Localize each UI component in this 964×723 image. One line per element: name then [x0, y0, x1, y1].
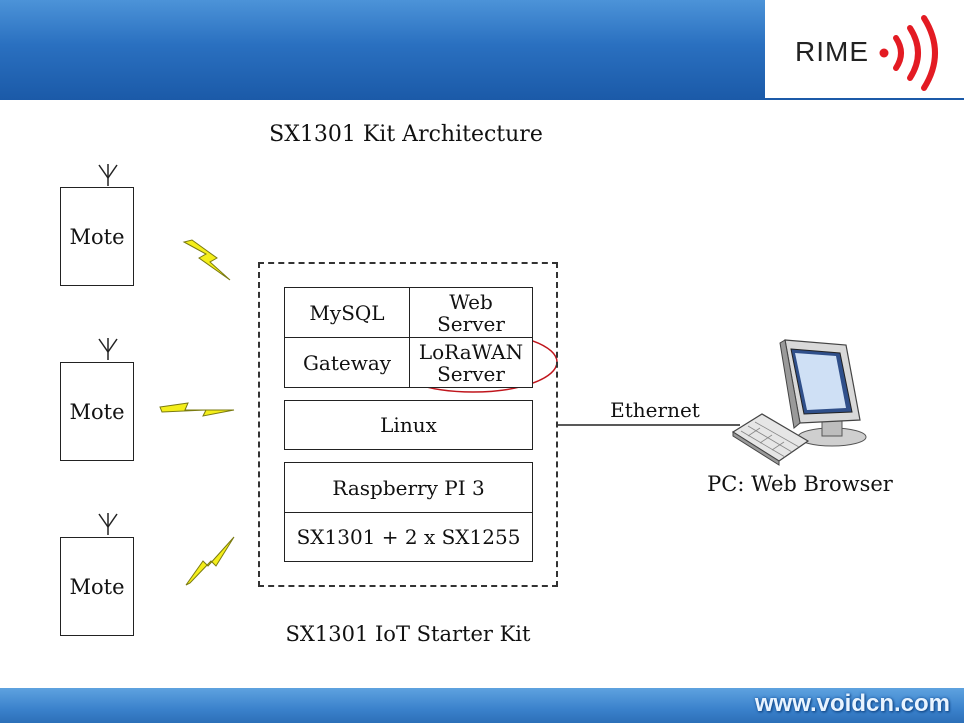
lightning-bolt-icon — [182, 239, 231, 281]
web-server-box: Web Server — [409, 287, 533, 338]
signal-waves-icon — [879, 15, 938, 91]
pc-label: PC: Web Browser — [707, 472, 893, 496]
gateway-label: Gateway — [302, 350, 392, 375]
lightning-bolt-icon — [185, 536, 235, 586]
starter-kit-label: SX1301 IoT Starter Kit — [285, 622, 531, 646]
pc-icon — [731, 339, 867, 466]
radio-label: SX1301 + 2 x SX1255 — [296, 525, 521, 549]
lightning-bolt-icon — [159, 402, 235, 417]
diagram-title: SX1301 Kit Architecture — [269, 122, 543, 147]
lorawan-server-box: LoRaWAN Server — [409, 337, 533, 388]
mysql-box: MySQL — [284, 287, 410, 338]
footer-band — [0, 688, 964, 723]
mote-2: Mote — [60, 362, 134, 461]
raspberry-pi-box: Raspberry PI 3 — [284, 462, 533, 513]
mote-label: Mote — [69, 224, 125, 249]
mysql-label: MySQL — [309, 300, 385, 325]
mote-3: Mote — [60, 537, 134, 636]
lorawan-server-label: LoRaWAN Server — [418, 339, 524, 386]
antenna-icon — [98, 164, 118, 186]
mote-1: Mote — [60, 187, 134, 286]
antenna-icon — [98, 338, 118, 360]
radio-box: SX1301 + 2 x SX1255 — [284, 512, 533, 562]
antenna-icon — [98, 513, 118, 535]
logo-text: RIME — [795, 36, 869, 67]
linux-box: Linux — [284, 400, 533, 450]
gateway-box: Gateway — [284, 337, 410, 388]
starter-kit-container — [258, 262, 558, 587]
ethernet-label: Ethernet — [610, 398, 700, 422]
linux-label: Linux — [380, 413, 437, 437]
mote-label: Mote — [69, 574, 125, 599]
mote-label: Mote — [69, 399, 125, 424]
web-server-label: Web Server — [437, 289, 505, 336]
raspberry-pi-label: Raspberry PI 3 — [332, 475, 485, 500]
watermark: www.voidcn.com — [754, 690, 950, 717]
